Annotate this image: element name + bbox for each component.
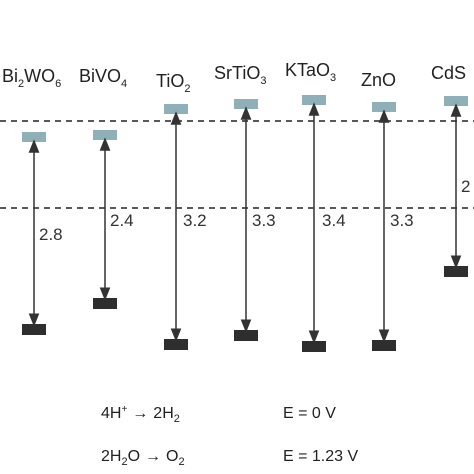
valence-band-ktao3	[302, 341, 326, 352]
oxygen-reaction: 2H2O→O2	[101, 448, 185, 468]
conduction-band-srtio3	[234, 99, 258, 109]
band-gap-value-tio2: 3.2	[183, 211, 207, 230]
conduction-band-bivo4	[93, 130, 117, 140]
material-label-tio2: TiO2	[156, 71, 190, 95]
band-gap-value-cds: 2	[461, 177, 470, 196]
material-label-bi2wo6: Bi2WO6	[2, 66, 61, 90]
band-gap-value-ktao3: 3.4	[322, 211, 346, 230]
valence-band-bivo4	[93, 298, 117, 309]
valence-band-cds	[444, 266, 468, 277]
material-label-zno: ZnO	[361, 70, 396, 90]
material-label-ktao3: KTaO3	[285, 60, 336, 84]
valence-band-tio2	[164, 339, 188, 350]
conduction-band-tio2	[164, 104, 188, 114]
valence-band-bi2wo6	[22, 324, 46, 335]
conduction-band-bi2wo6	[22, 132, 46, 142]
conduction-band-zno	[372, 102, 396, 112]
conduction-band-ktao3	[302, 95, 326, 105]
material-label-bivo4: BiVO4	[79, 66, 127, 90]
hydrogen-potential: E = 0 V	[283, 405, 336, 422]
hydrogen-reaction: 4H+→2H2	[101, 404, 180, 425]
conduction-band-cds	[444, 96, 468, 106]
valence-band-zno	[372, 340, 396, 351]
valence-band-srtio3	[234, 330, 258, 341]
band-gap-value-bi2wo6: 2.8	[39, 225, 63, 244]
band-gap-value-srtio3: 3.3	[252, 211, 276, 230]
material-label-srtio3: SrTiO3	[214, 63, 266, 87]
oxygen-potential: E = 1.23 V	[283, 448, 358, 465]
band-gap-value-zno: 3.3	[390, 211, 414, 230]
band-gap-value-bivo4: 2.4	[110, 211, 134, 230]
material-label-cds: CdS	[431, 63, 466, 83]
